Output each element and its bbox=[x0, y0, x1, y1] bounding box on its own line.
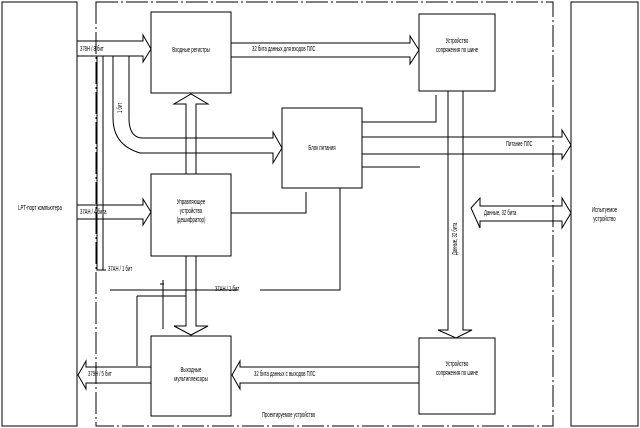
control-unit-block bbox=[150, 173, 232, 257]
bus-interface-top-label: Устройство сопряжения по шине bbox=[435, 38, 479, 54]
arrow-registers-to-bus bbox=[231, 34, 420, 66]
bus-interface-top-block bbox=[418, 13, 496, 92]
arrow-label-lpt-control: 37AH / 4 бита bbox=[80, 209, 107, 216]
arrow-bus-to-mux bbox=[231, 359, 419, 391]
power-block-label: Блок питания bbox=[308, 145, 336, 152]
arrow-label-data-vertical: Данные, 32 бита bbox=[452, 222, 459, 255]
arrow-data-bidirectional bbox=[470, 196, 572, 230]
output-mux-block bbox=[150, 335, 232, 417]
designed-device-title: Проектируемое устройство bbox=[262, 412, 316, 419]
arrow-label-lpt-registers: 378H / 8 бит bbox=[80, 46, 104, 53]
input-registers-label: Входные регистры bbox=[172, 47, 210, 54]
control-unit-label: Управляющее устройство (дешифратор) bbox=[176, 199, 206, 224]
arrow-to-power bbox=[112, 56, 283, 165]
arrow-label-bus-mux: 32 бита данных с выходов ПЛС bbox=[254, 371, 316, 378]
arrow-label-power-out: Питание ПЛС bbox=[506, 141, 533, 148]
signal-lines bbox=[96, 56, 437, 366]
arrow-lpt-to-control bbox=[77, 197, 152, 227]
arrow-mux-to-lpt bbox=[77, 359, 151, 391]
arrow-control-to-registers bbox=[172, 93, 210, 174]
designed-device-boundary bbox=[95, 1, 554, 427]
arrow-data-vertical bbox=[437, 91, 473, 339]
target-device-label: Испытуемое устройство bbox=[591, 207, 618, 223]
bit-label-left: 37AH / 1 бит bbox=[108, 266, 133, 273]
one-bit-label: 1 бит bbox=[117, 102, 124, 113]
arrow-power-out bbox=[362, 128, 572, 161]
arrow-lpt-to-registers bbox=[77, 33, 152, 64]
output-mux-label: Выходные мультиплексоры bbox=[174, 367, 208, 383]
bit-label-mid: 37AH / 1 бит bbox=[215, 286, 240, 293]
arrow-label-registers-bus: 32 бита данных для входов ПЛС bbox=[252, 46, 316, 53]
bus-interface-bottom-label: Устройство сопряжения по шине bbox=[435, 361, 479, 377]
lpt-block bbox=[1, 1, 78, 427]
input-registers-block bbox=[150, 11, 232, 94]
arrow-control-to-mux bbox=[173, 256, 209, 336]
lpt-label: LPT-порт компьютера bbox=[18, 205, 62, 212]
target-device-block bbox=[570, 1, 639, 427]
arrow-label-mux-lpt: 379H / 5 бит bbox=[88, 371, 112, 378]
arrow-label-data-bidir: Данные, 32 бита bbox=[484, 210, 517, 217]
